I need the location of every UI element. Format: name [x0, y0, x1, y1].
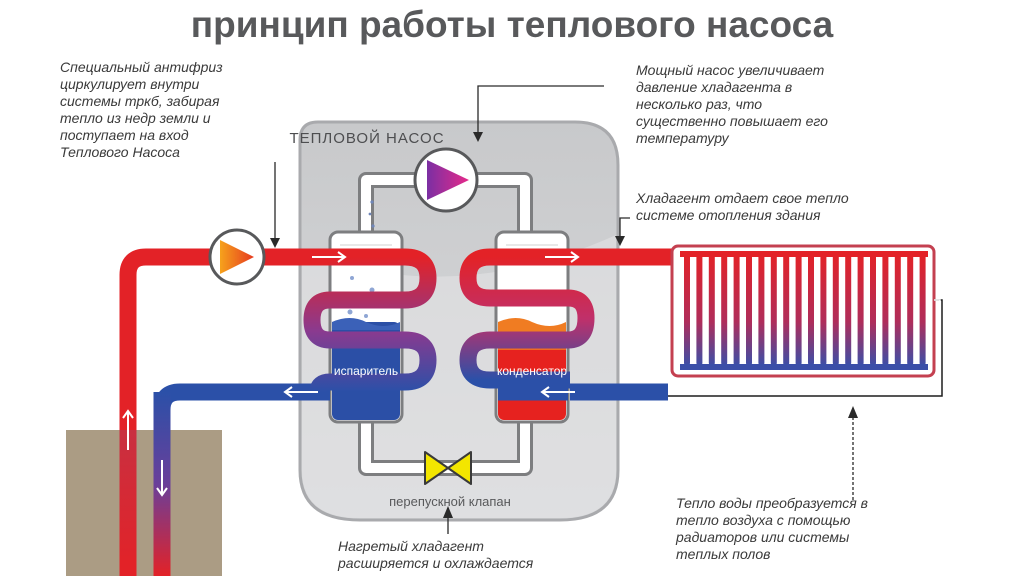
- note-line: циркулирует внутри: [60, 76, 200, 92]
- ground-block: [66, 430, 222, 576]
- condenser-label: конденсатор: [497, 364, 567, 378]
- note-line: тепло из недр земли и: [60, 110, 211, 126]
- radiator-fin: [696, 254, 703, 366]
- note-refrigerant: Хладагент отдает свое тепло системе отоп…: [636, 190, 849, 224]
- flow-arrows: [122, 251, 580, 497]
- radiator-fin: [870, 254, 876, 366]
- radiator-fin: [820, 254, 827, 366]
- note-line: Теплового Насоса: [60, 144, 180, 160]
- radiator-fin: [845, 254, 852, 366]
- note-line: теплых полов: [676, 546, 771, 562]
- note-line: системе отопления здания: [636, 207, 821, 223]
- note-expansion: Нагретый хладагент расширяется и охлажда…: [338, 538, 533, 572]
- note-line: Тепло воды преобразуется в: [676, 495, 868, 511]
- radiator-fin: [919, 254, 926, 366]
- radiator: [668, 244, 943, 397]
- callout-lines: [270, 85, 858, 534]
- radiator-bottom-manifold: [680, 364, 928, 370]
- note-line: Специальный антифриз: [60, 59, 223, 75]
- radiator-fin: [746, 254, 752, 366]
- note-line: Мощный насос увеличивает: [636, 62, 825, 78]
- note-line: поступает на вход: [60, 127, 189, 143]
- circulation-pump: [208, 228, 266, 286]
- radiator-fin: [770, 254, 777, 366]
- note-line: температуру: [636, 130, 729, 146]
- radiator-fin: [758, 254, 765, 366]
- radiator-fin: [733, 254, 740, 366]
- radiator-fin: [907, 254, 914, 366]
- radiator-fin: [808, 254, 814, 366]
- evaporator-label: испаритель: [334, 364, 398, 378]
- note-line: радиаторов или системы: [676, 529, 850, 545]
- radiator-fin: [708, 254, 715, 366]
- note-line: Нагретый хладагент: [338, 538, 484, 554]
- note-line: системы тркб, забирая: [60, 93, 220, 109]
- radiator-fin: [721, 254, 728, 366]
- compressor: [413, 147, 479, 213]
- note-line: Хладагент отдает свое тепло: [636, 190, 849, 206]
- radiator-fin: [894, 254, 901, 366]
- note-antifreeze: Специальный антифриз циркулирует внутри …: [60, 59, 223, 161]
- note-line: расширяется и охлаждается: [338, 555, 534, 571]
- heat-pump-label: ТЕПЛОВОЙ НАСОС: [289, 129, 444, 147]
- note-line: тепло воздуха с помощью: [676, 512, 851, 528]
- radiator-fin: [783, 254, 790, 366]
- valve-label: перепускной клапан: [389, 494, 511, 509]
- page-title: принцип работы теплового насоса: [190, 4, 834, 45]
- refrigerant-bubbles: [368, 200, 375, 228]
- expansion-valve: [424, 451, 472, 485]
- evaporator-coil: [303, 248, 437, 393]
- note-line: несколько раз, что: [636, 96, 763, 112]
- radiator-fin: [857, 254, 864, 366]
- note-radiators: Тепло воды преобразуется в тепло воздуха…: [676, 495, 868, 563]
- radiator-fin: [795, 254, 802, 366]
- radiator-fin: [832, 254, 839, 366]
- radiator-fin: [684, 254, 690, 366]
- note-line: существенно повышает его: [636, 113, 828, 129]
- radiator-fins: [680, 251, 928, 370]
- radiator-top-manifold: [680, 251, 928, 257]
- condenser-coil: [459, 248, 612, 389]
- radiator-fin: [882, 254, 889, 366]
- note-compressor: Мощный насос увеличивает давление хладаг…: [636, 62, 828, 147]
- note-line: давление хладагента в: [636, 79, 793, 95]
